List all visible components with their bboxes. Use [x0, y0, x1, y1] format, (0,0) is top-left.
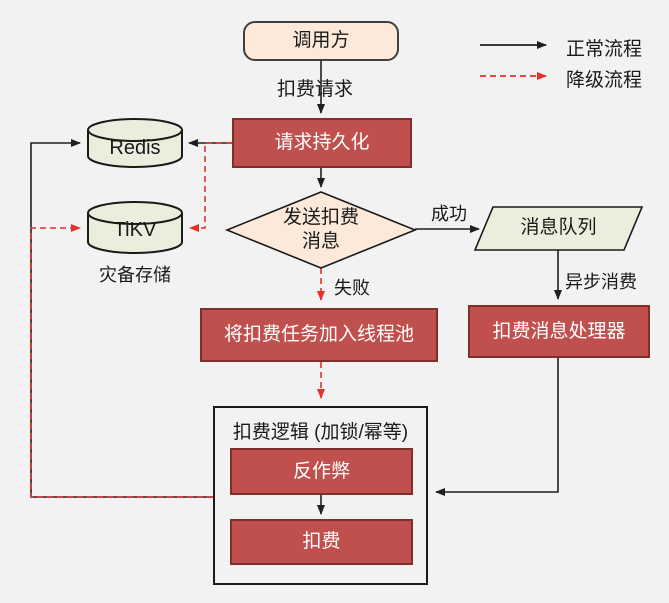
tikv-label: TiKV: [113, 218, 157, 241]
legend-degraded-label: 降级流程: [566, 70, 643, 91]
processor-node: 扣费消息处理器: [468, 305, 650, 358]
legend-normal-label: 正常流程: [566, 39, 643, 60]
arrow-persist-to-tikv-degraded: [189, 142, 232, 232]
queue-label: 消息队列: [520, 217, 597, 239]
arrow-logic-to-tikv-degraded: [30, 224, 213, 498]
redis-cylinder: [87, 118, 183, 168]
caller-label: 调用方: [292, 30, 350, 52]
decision-label: 发送扣费 消息: [282, 207, 359, 252]
fail-edge-label: 失败: [334, 278, 370, 298]
request-edge-label: 扣费请求: [277, 79, 354, 100]
arrow-processor-to-logic: [435, 358, 559, 496]
arrow-logic-to-redis: [30, 139, 213, 498]
decision-diamond: [224, 191, 418, 269]
deduct-logic-container: [213, 406, 428, 585]
redis-label: Redis: [109, 136, 161, 159]
deduct-node: 扣费: [230, 519, 413, 565]
async-consume-edge-label: 异步消费: [565, 272, 637, 292]
caller-node: 调用方: [243, 21, 399, 61]
deduct-logic-title: 扣费逻辑 (加锁/幂等): [232, 422, 409, 443]
deduct-label: 扣费: [302, 531, 341, 553]
queue-parallelogram: [473, 206, 644, 251]
persist-node: 请求持久化: [232, 118, 412, 168]
tikv-caption: 灾备存储: [99, 265, 171, 285]
anticheat-label: 反作弊: [292, 460, 350, 482]
threadpool-node: 将扣费任务加入线程池: [200, 308, 438, 362]
success-edge-label: 成功: [431, 204, 467, 224]
tikv-cylinder: [87, 201, 183, 254]
anticheat-node: 反作弊: [230, 448, 413, 495]
processor-label: 扣费消息处理器: [492, 320, 626, 342]
threadpool-label: 将扣费任务加入线程池: [223, 324, 414, 346]
persist-label: 请求持久化: [274, 132, 370, 154]
